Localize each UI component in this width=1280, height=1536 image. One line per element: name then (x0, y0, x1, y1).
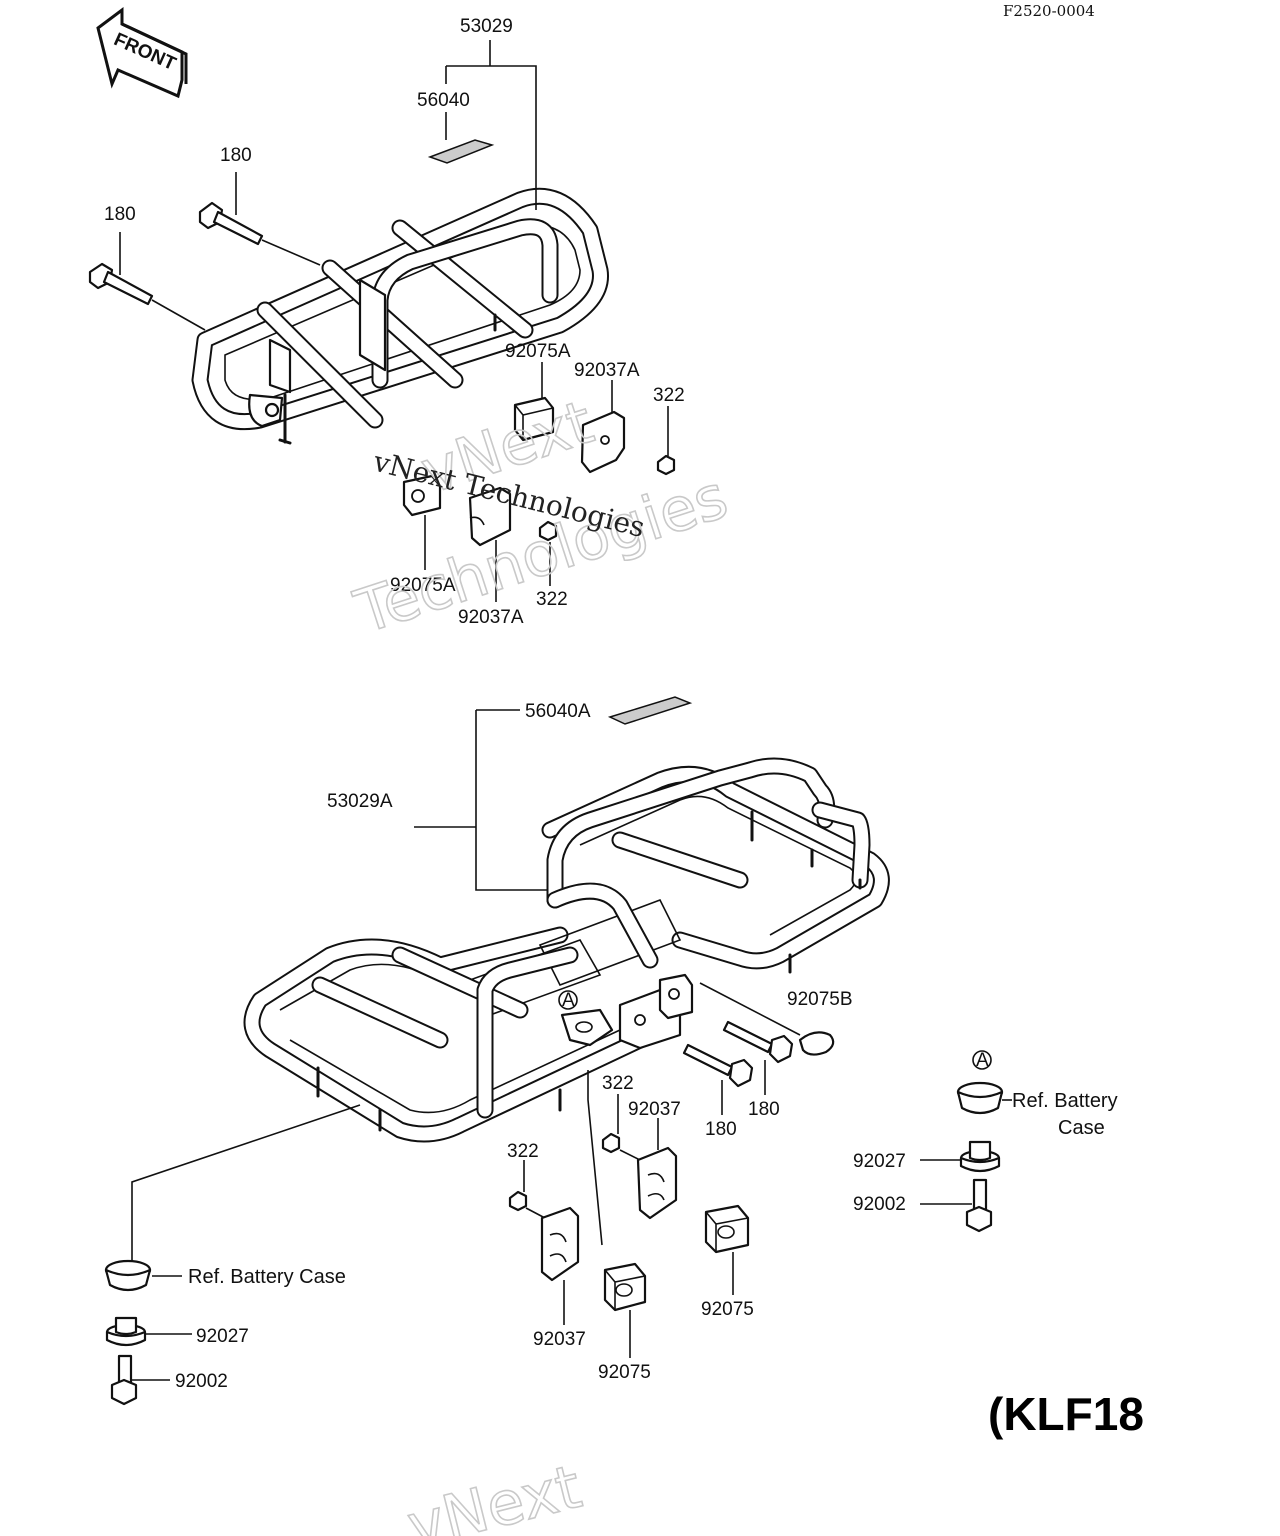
upper-nut-322-1 (656, 454, 676, 476)
leader-left-mount (131, 1104, 361, 1262)
leader-lower-322-2 (523, 1160, 546, 1219)
lower-bracket-92037-1 (636, 1146, 678, 1220)
lower-marker-circle (558, 990, 578, 1010)
lower-nut-322-1 (601, 1132, 621, 1154)
label-lower-92075-2: 92075 (598, 1362, 651, 1383)
upper-decal-56040 (427, 139, 495, 164)
label-right-ref-1: Ref. Battery (1012, 1090, 1118, 1112)
leader-53029A (414, 709, 560, 891)
label-left-ref: Ref. Battery Case (188, 1266, 346, 1288)
label-upper-92037A-2: 92037A (458, 607, 524, 628)
upper-bracket-92037A-1 (580, 410, 626, 474)
right-mount-collar (959, 1140, 1001, 1173)
lower-decal-56040A (607, 696, 693, 725)
label-left-bolt: 92002 (175, 1371, 228, 1392)
label-lower-180-1: 180 (748, 1099, 780, 1120)
upper-damper-92075A-1 (513, 396, 555, 442)
label-upper-180-1: 180 (220, 145, 252, 166)
lower-nut-322-2 (508, 1190, 528, 1212)
diagram-code: F2520-0004 (1003, 2, 1095, 20)
upper-nut-322-2 (538, 520, 558, 542)
label-right-ref-2: Case (1058, 1117, 1105, 1139)
label-56040: 56040 (417, 90, 470, 111)
right-mount-grommet (956, 1081, 1004, 1115)
leader-ref-line (587, 1070, 603, 1246)
label-upper-92075A-2: 92075A (390, 575, 456, 596)
label-56040A: 56040A (525, 701, 591, 722)
lower-bolt-1 (722, 1020, 794, 1064)
label-upper-92075A-1: 92075A (505, 341, 571, 362)
leader-lower-322-1 (617, 1094, 641, 1161)
label-53029A: 53029A (327, 791, 393, 812)
lower-rack: A (243, 757, 890, 1143)
label-lower-92037-1: 92037 (628, 1099, 681, 1120)
lower-bolt-2 (682, 1043, 754, 1088)
lower-damper-92075-1 (704, 1204, 750, 1254)
label-upper-322-2: 322 (536, 589, 568, 610)
leader-cap-path (699, 982, 801, 1036)
lower-bracket-92037-2 (540, 1206, 580, 1282)
upper-bolt-2 (88, 262, 206, 331)
lower-damper-92075-2 (603, 1262, 647, 1312)
left-mount-collar (105, 1316, 147, 1347)
model-label: (KLF18 (988, 1388, 1144, 1440)
left-mount-grommet (104, 1259, 152, 1292)
label-upper-92037A-1: 92037A (574, 360, 640, 381)
label-left-collar: 92027 (196, 1326, 249, 1347)
label-lower-92075-1: 92075 (701, 1299, 754, 1320)
label-lower-180-2: 180 (705, 1119, 737, 1140)
label-right-collar: 92027 (853, 1151, 906, 1172)
right-marker-circle (972, 1050, 992, 1070)
label-53029: 53029 (460, 16, 513, 37)
watermark-bottom: vNext (401, 1452, 588, 1536)
upper-rack (191, 187, 609, 445)
lower-marker-label: A (562, 990, 575, 1011)
label-lower-92037-2: 92037 (533, 1329, 586, 1350)
label-92075B: 92075B (787, 989, 853, 1010)
lower-cap-92075B (798, 1031, 835, 1056)
label-right-bolt: 92002 (853, 1194, 906, 1215)
upper-damper-92075A-2 (402, 474, 442, 517)
label-lower-322-1: 322 (602, 1073, 634, 1094)
upper-bracket-92037A-2 (468, 486, 512, 547)
upper-bolt-1 (198, 201, 321, 266)
label-upper-322-1: 322 (653, 385, 685, 406)
front-arrow-icon: FRONT (96, 7, 188, 99)
right-mount-bolt (965, 1178, 993, 1233)
label-lower-322-2: 322 (507, 1141, 539, 1162)
label-upper-180-2: 180 (104, 204, 136, 225)
left-mount-bolt (110, 1354, 138, 1406)
leader-53029 (445, 40, 537, 210)
right-marker-label: A (976, 1050, 989, 1071)
